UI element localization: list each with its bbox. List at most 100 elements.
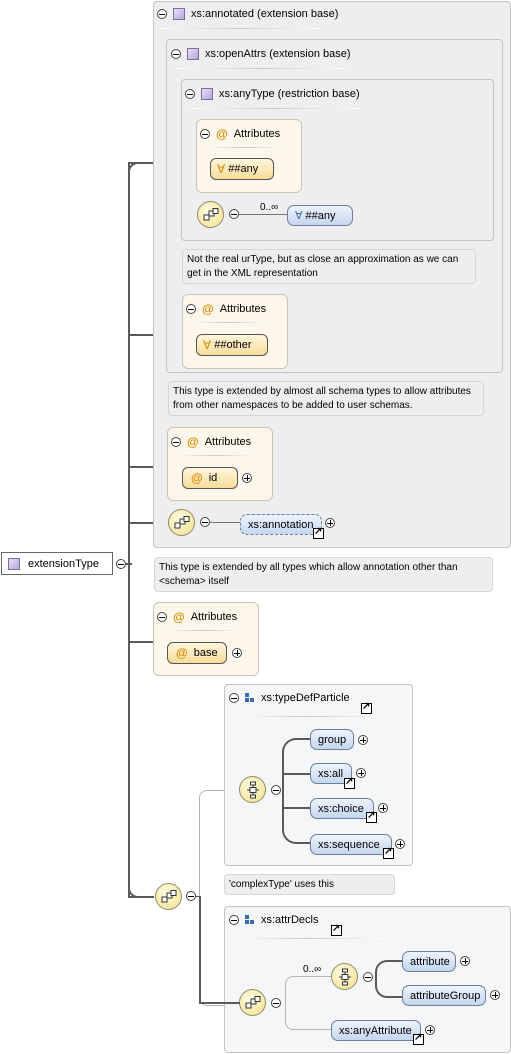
other-attr-label: ##other <box>214 339 252 351</box>
collapse-attr-decls-choice-button[interactable] <box>363 972 373 982</box>
any-attribute-element[interactable]: xs:anyAttribute <box>331 1020 421 1041</box>
expand-all-button[interactable] <box>356 768 366 778</box>
external-link-arrow-icon[interactable] <box>383 846 394 859</box>
external-link-arrow-icon[interactable] <box>344 776 355 789</box>
collapse-any-type-attributes-button[interactable] <box>200 129 210 139</box>
collapse-type-def-particle-button[interactable] <box>229 693 239 703</box>
choice-group-icon <box>246 781 259 798</box>
attr-decls-branch-connector <box>285 976 331 1030</box>
id-attribute[interactable]: @ id <box>182 467 238 489</box>
open-attrs-separator <box>176 68 346 69</box>
any-type-sequence[interactable] <box>197 201 224 228</box>
expand-base-button[interactable] <box>232 648 242 658</box>
at-sign-icon: @ <box>173 610 185 624</box>
type-def-particle-note: 'complexType' uses this <box>224 874 395 895</box>
any-attribute-wildcard[interactable]: ∀ ##any <box>210 158 274 180</box>
type-def-choice[interactable] <box>239 776 266 803</box>
for-all-icon: ∀ <box>203 338 212 352</box>
annotation-seq-connector <box>210 522 240 523</box>
root-element-extensionType[interactable]: extensionType <box>1 552 113 575</box>
any-type-seq-connector <box>239 214 287 215</box>
annotated-attributes-header: @ Attributes <box>171 435 251 449</box>
choice-element[interactable]: xs:choice <box>310 798 374 819</box>
expand-group-button[interactable] <box>358 735 368 745</box>
expand-any-attribute-button[interactable] <box>425 1025 435 1035</box>
content-sequence[interactable] <box>155 883 182 910</box>
attr-decls-choice[interactable] <box>331 963 358 990</box>
collapse-any-type-sequence-button[interactable] <box>229 209 239 219</box>
attribute-group-element[interactable]: attributeGroup <box>402 985 486 1006</box>
collapse-content-sequence-button[interactable] <box>186 891 196 901</box>
any-type-attributes-title: Attributes <box>233 128 281 140</box>
annotated-separator <box>160 28 320 29</box>
attribute-element[interactable]: attribute <box>402 951 456 972</box>
attr-decls-sequence[interactable] <box>239 989 266 1016</box>
group-element[interactable]: group <box>310 729 354 750</box>
expand-choice-button[interactable] <box>378 803 388 813</box>
choice-to-choice <box>284 807 310 809</box>
annotated-title: xs:annotated (extension base) <box>191 8 339 20</box>
expand-annotation-button[interactable] <box>325 518 335 528</box>
complex-type-square-icon <box>173 8 185 20</box>
choice-to-all <box>284 773 310 775</box>
type-def-particle-header: xs:typeDefParticle <box>229 692 350 704</box>
sequence-element[interactable]: xs:sequence <box>310 834 392 855</box>
expand-id-button[interactable] <box>242 473 252 483</box>
type-def-particle-separator <box>234 716 384 717</box>
annotation-element[interactable]: xs:annotation <box>240 514 322 535</box>
at-sign-icon: @ <box>191 471 203 485</box>
collapse-open-attrs-button[interactable] <box>171 49 181 59</box>
attr-decls-separator <box>234 938 384 939</box>
annotation-sequence[interactable] <box>168 509 195 536</box>
expand-attribute-button[interactable] <box>460 956 470 966</box>
external-link-arrow-icon[interactable] <box>361 701 372 714</box>
external-link-arrow-icon[interactable] <box>366 810 377 823</box>
at-sign-icon: @ <box>216 127 228 141</box>
group-label: group <box>318 733 347 746</box>
collapse-attr-decls-button[interactable] <box>229 915 239 925</box>
annotated-attributes-title: Attributes <box>204 436 252 448</box>
other-attribute-wildcard[interactable]: ∀ ##other <box>196 334 268 356</box>
at-sign-icon: @ <box>187 435 199 449</box>
attr-decls-cardinality: 0..∞ <box>303 964 322 975</box>
any-type-title: xs:anyType (restriction base) <box>219 88 360 100</box>
complex-type-square-icon <box>8 557 20 570</box>
collapse-annotated-button[interactable] <box>157 9 167 19</box>
annotated-note: This type is extended by all types which… <box>154 557 493 592</box>
base-attribute[interactable]: @ base <box>167 642 227 664</box>
any-type-attributes-separator <box>205 147 285 148</box>
open-attrs-note: This type is extended by almost all sche… <box>168 381 484 416</box>
external-link-arrow-icon[interactable] <box>313 526 324 539</box>
external-link-arrow-icon[interactable] <box>331 923 342 936</box>
collapse-open-attrs-attributes-button[interactable] <box>186 304 196 314</box>
all-element[interactable]: xs:all <box>310 763 352 784</box>
collapse-root-button[interactable] <box>116 559 126 569</box>
external-link-arrow-icon[interactable] <box>413 1032 424 1045</box>
any-type-cardinality: 0..∞ <box>260 202 279 213</box>
complex-type-square-icon <box>187 48 199 60</box>
open-attrs-attributes-separator <box>190 322 270 323</box>
id-attr-label: id <box>208 472 218 484</box>
open-attrs-attributes-box <box>182 294 288 369</box>
collapse-base-attributes-button[interactable] <box>157 612 167 622</box>
collapse-type-def-choice-button[interactable] <box>271 785 281 795</box>
connector-trunk <box>128 162 130 898</box>
collapse-any-type-button[interactable] <box>185 89 195 99</box>
collapse-annotated-attributes-button[interactable] <box>171 437 181 447</box>
any-element-wildcard[interactable]: ∀ ##any <box>287 205 353 226</box>
model-group-definition-icon <box>245 693 255 703</box>
any-type-attributes-box <box>196 119 302 193</box>
open-attrs-title: xs:openAttrs (extension base) <box>205 48 351 60</box>
connector-id <box>128 466 168 468</box>
attribute-label: attribute <box>410 955 450 968</box>
open-attrs-header: xs:openAttrs (extension base) <box>171 48 351 60</box>
expand-attribute-group-button[interactable] <box>490 990 500 1000</box>
connector-curve-top <box>128 162 148 180</box>
attr-decls-title: xs:attrDecls <box>261 914 319 926</box>
bottom-seq-vertical <box>199 896 201 1004</box>
annotated-attributes-separator <box>176 455 256 456</box>
expand-sequence-button[interactable] <box>395 839 405 849</box>
collapse-attr-decls-sequence-button[interactable] <box>271 998 281 1008</box>
for-all-icon: ∀ <box>295 210 303 222</box>
collapse-annotation-sequence-button[interactable] <box>200 517 210 527</box>
